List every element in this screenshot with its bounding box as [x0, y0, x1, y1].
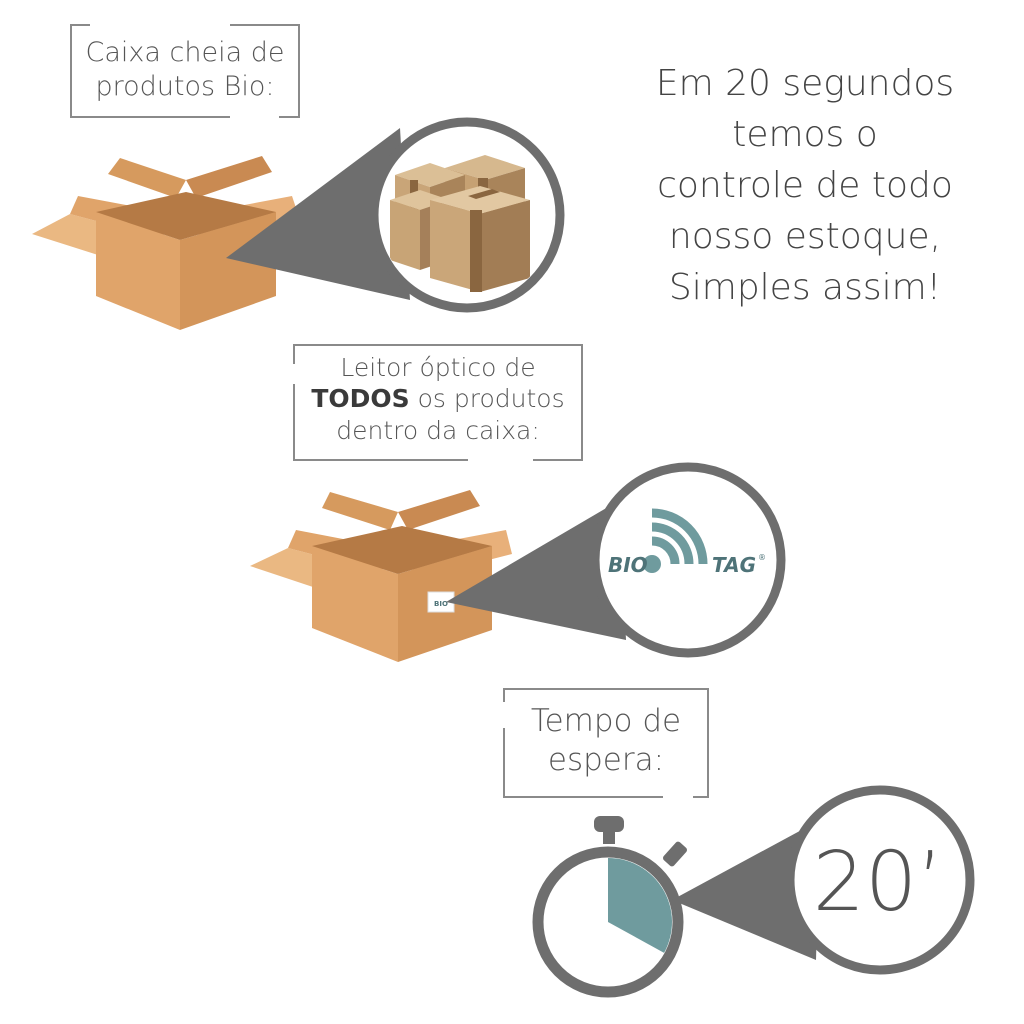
zoom-pointer-3 [672, 820, 820, 960]
zoom-pointer-1 [226, 128, 410, 300]
logo-bio-text: BIO [608, 553, 648, 577]
headline: Em 20 segundos temos o controle de todo … [615, 58, 995, 313]
step2-label-line2-rest: os produtos [409, 384, 565, 414]
headline-line-1: Em 20 segundos [655, 63, 955, 104]
step1-label-frame [70, 24, 300, 118]
step1-label-line2: produtos Bio: [95, 70, 275, 102]
rfid-signal-icon [643, 508, 708, 573]
biotag-logo: BIO TAG ® [608, 508, 766, 577]
step2-label-frame [293, 344, 583, 461]
step3-label-line2: espera: [547, 741, 665, 778]
headline-line-5: Simples assim! [668, 267, 942, 308]
stopwatch-icon [532, 816, 687, 998]
step3-label: Tempo de espera: [503, 688, 709, 798]
svg-text:BIO: BIO [434, 600, 448, 608]
headline-line-3: controle de todo [657, 165, 953, 206]
zoom-pointer-2 [446, 500, 626, 640]
open-box-icon [32, 156, 300, 330]
timer-elapsed-wedge [608, 858, 672, 953]
tagged-box-icon: BIO [250, 490, 512, 662]
step2-label-line1: Leitor óptico de [340, 353, 536, 382]
step2-label-line2: TODOS os produtos [293, 383, 583, 414]
stacked-boxes-icon [390, 155, 530, 292]
step2-label-bold: TODOS [311, 384, 410, 414]
step3-label-line1: Tempo de [530, 703, 682, 739]
zoom-circle-3 [785, 785, 975, 975]
headline-line-2: temos o [732, 114, 878, 155]
timer-value: 20’ [813, 835, 943, 930]
headline-line-4: nosso estoque, [668, 216, 942, 257]
logo-tag-text: TAG [712, 553, 756, 577]
step2-label-line3: dentro da caixa: [336, 415, 540, 445]
step3-label-frame [503, 688, 709, 798]
step2-label: Leitor óptico de TODOS os produtos dentr… [293, 344, 583, 461]
logo-registered-mark: ® [758, 553, 766, 562]
step1-label-line1: Caixa cheia de [85, 37, 285, 68]
step1-label: Caixa cheia de produtos Bio: [70, 24, 300, 118]
